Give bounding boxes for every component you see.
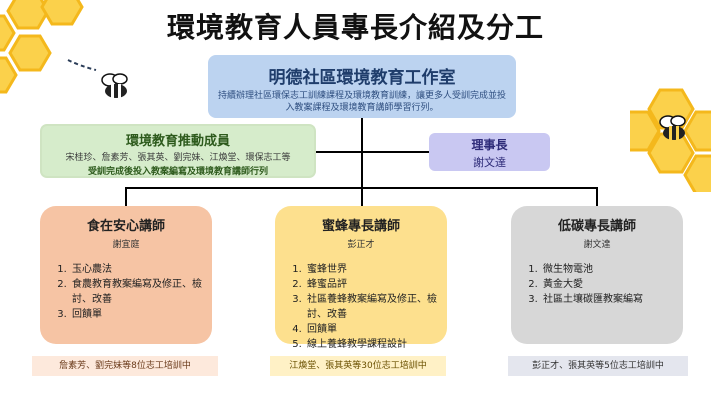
list-item: 食農教育教案編寫及修正、檢討、改善 [70, 277, 202, 307]
instructor-card-lowcarbon: 低碳專長講師 謝文達 微生物電池 黃金大愛 社區土壤碳匯教案編寫 [511, 206, 683, 344]
list-item: 黃金大愛 [541, 277, 673, 292]
promoters-note: 受訓完成後投入教案編寫及環境教育講師行列 [87, 167, 268, 177]
promoters-box: 環境教育推動成員 宋桂珍、詹素芳、張其英、劉完妹、江煥堂、環保志工等 受訓完成後… [40, 124, 316, 178]
list-item: 蜂蜜品評 [305, 277, 437, 292]
card-footer-lowcarbon: 彭正才、張其英等5位志工培訓中 [508, 356, 688, 376]
card-person: 謝宜庭 [112, 240, 140, 250]
connector-director [363, 151, 429, 153]
list-item: 回饋單 [305, 322, 437, 337]
connector-card-3 [596, 187, 598, 206]
list-item: 微生物電池 [541, 262, 673, 277]
card-items: 蜜蜂世界 蜂蜜品評 社區養蜂教案編寫及修正、檢討、改善 回饋單 線上養蜂教學課程… [275, 262, 447, 352]
card-heading: 食在安心講師 [86, 219, 165, 234]
workshop-description: 持續辦理社區環保志工訓練課程及環境教育訓練，讓更多人受訓完成並投入教案課程及環境… [217, 91, 506, 113]
list-item: 蜜蜂世界 [305, 262, 437, 277]
director-name: 謝文達 [473, 156, 506, 169]
director-title: 理事長 [471, 138, 508, 152]
list-item: 回饋單 [70, 307, 202, 322]
instructor-card-bee: 蜜蜂專長講師 彭正才 蜜蜂世界 蜂蜜品評 社區養蜂教案編寫及修正、檢討、改善 回… [275, 206, 447, 350]
connector-trunk [361, 118, 363, 188]
page-title: 環境教育人員專長介紹及分工 [166, 11, 544, 44]
bee-icon [101, 73, 128, 98]
list-item: 社區土壤碳匯教案編寫 [541, 292, 673, 307]
instructor-card-food: 食在安心講師 謝宜庭 玉心農法 食農教育教案編寫及修正、檢討、改善 回饋單 [40, 206, 212, 344]
list-item: 線上養蜂教學課程設計 [305, 337, 437, 352]
card-heading: 低碳專長講師 [557, 219, 636, 234]
list-item: 玉心農法 [70, 262, 202, 277]
card-heading: 蜜蜂專長講師 [321, 219, 400, 234]
card-person: 謝文達 [583, 240, 611, 250]
workshop-heading: 明德社區環境教育工作室 [268, 68, 456, 88]
connector-card-2 [361, 187, 363, 206]
connector-card-1 [125, 187, 127, 206]
card-items: 微生物電池 黃金大愛 社區土壤碳匯教案編寫 [511, 262, 683, 307]
connector-promoters [316, 151, 361, 153]
card-person: 彭正才 [347, 240, 375, 250]
honeycomb-icon [0, 0, 97, 94]
list-item: 社區養蜂教案編寫及修正、檢討、改善 [305, 292, 437, 322]
workshop-box: 明德社區環境教育工作室 持續辦理社區環保志工訓練課程及環境教育訓練，讓更多人受訓… [208, 55, 516, 118]
card-footer-bee: 江煥堂、張其英等30位志工培訓中 [270, 356, 446, 376]
promoters-members: 宋桂珍、詹素芳、張其英、劉完妹、江煥堂、環保志工等 [65, 153, 291, 163]
card-footer-food: 詹素芳、劉完妹等8位志工培訓中 [32, 356, 218, 376]
honeycomb-icon [630, 88, 711, 192]
director-box: 理事長 謝文達 [429, 133, 550, 171]
card-items: 玉心農法 食農教育教案編寫及修正、檢討、改善 回饋單 [40, 262, 212, 322]
bee-icon [659, 115, 686, 140]
promoters-heading: 環境教育推動成員 [125, 134, 230, 149]
